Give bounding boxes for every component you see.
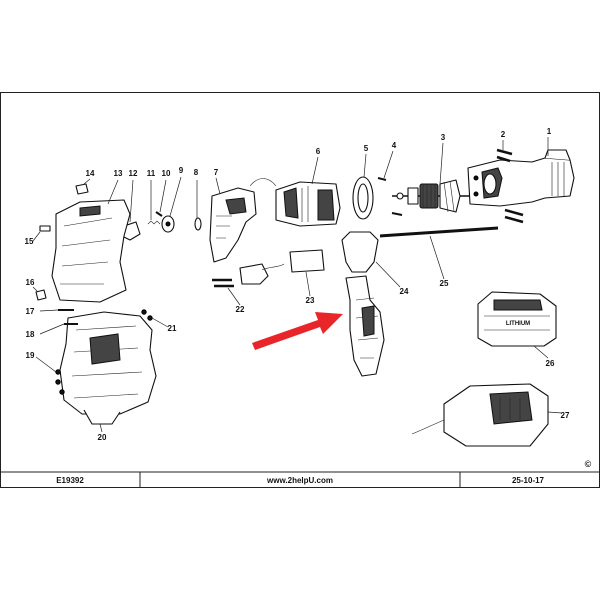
part-7-switch-assembly: [209, 178, 285, 285]
part-24-side-handle: [341, 231, 385, 377]
part-21-screws: [141, 309, 153, 321]
callout-1: 1: [547, 127, 552, 136]
part-20-housing-right: [59, 311, 157, 425]
part-15-label-plate: [39, 225, 51, 232]
callout-12: 12: [129, 169, 138, 178]
callout-10: 10: [162, 169, 171, 178]
callout-15: 15: [25, 237, 34, 246]
callout-23: 23: [306, 296, 315, 305]
callout-4: 4: [392, 141, 397, 150]
part-10-pin: [155, 211, 163, 217]
callout-numbers: 1234567891011121314151617181920212223242…: [25, 127, 570, 442]
callout-27: 27: [561, 411, 570, 420]
callout-16: 16: [26, 278, 35, 287]
footer-document-id: E19392: [56, 476, 84, 485]
part-4-screw: [377, 177, 403, 216]
callout-7: 7: [214, 168, 219, 177]
part-6-motor-field: [275, 181, 341, 227]
copyright-symbol: ©: [585, 459, 592, 469]
leader-lines: [32, 137, 563, 433]
part-9-gear: [161, 215, 175, 233]
pointer-arrow: [252, 312, 343, 350]
part-16-screw: [35, 289, 47, 301]
callout-24: 24: [400, 287, 409, 296]
callout-17: 17: [26, 307, 35, 316]
part-11-spring: [147, 220, 161, 225]
footer-website: www.2helpU.com: [266, 476, 333, 485]
part-2-screws: [496, 148, 524, 224]
part-13-housing-left: [51, 199, 131, 303]
part-26-battery: LITHIUM: [477, 291, 557, 347]
callout-19: 19: [26, 351, 35, 360]
callout-2: 2: [501, 130, 506, 139]
part-22-brushes: [212, 278, 234, 288]
part-14-clip: [75, 183, 89, 195]
callout-8: 8: [194, 168, 199, 177]
callout-21: 21: [168, 324, 177, 333]
part-8-washer: [194, 217, 202, 231]
battery-brand-text: LITHIUM: [506, 321, 530, 327]
part-5-baffle-ring: [352, 176, 374, 220]
callout-22: 22: [236, 305, 245, 314]
callout-13: 13: [114, 169, 123, 178]
part-27-charger: [411, 383, 549, 447]
callout-3: 3: [441, 133, 446, 142]
part-1-gear-housing: [467, 149, 575, 207]
callout-6: 6: [316, 147, 321, 156]
part-3-armature: [392, 179, 470, 213]
callout-26: 26: [546, 359, 555, 368]
part-23-label: [289, 249, 325, 273]
callout-11: 11: [147, 169, 156, 178]
footer-date: 25-10-17: [512, 476, 545, 485]
callout-14: 14: [86, 169, 95, 178]
callout-25: 25: [440, 279, 449, 288]
callout-18: 18: [26, 330, 35, 339]
callout-9: 9: [179, 166, 184, 175]
part-25-depth-rod: [379, 226, 499, 238]
callout-20: 20: [98, 433, 107, 442]
callout-5: 5: [364, 144, 369, 153]
